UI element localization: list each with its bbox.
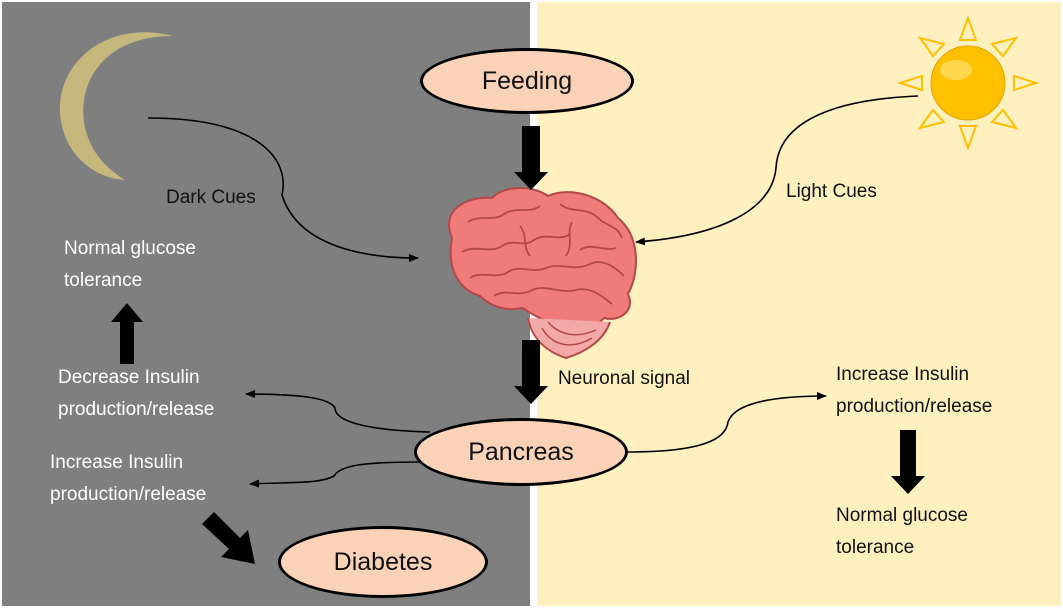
light-cues-label: Light Cues <box>786 181 877 202</box>
normal-glucose-light-label: Normal glucose tolerance <box>836 505 968 558</box>
sun-icon <box>896 15 1040 151</box>
pancreas-node: Pancreas <box>414 418 628 486</box>
increase-to-diabetes-arrow <box>202 512 255 564</box>
diabetes-node: Diabetes <box>278 526 488 598</box>
increase-insulin-light-label: Increase Insulin production/release <box>836 364 993 417</box>
feeding-to-brain-arrow <box>514 126 548 190</box>
dark-cues-label: Dark Cues <box>166 187 256 208</box>
pancreas-to-increase-dark-arrow <box>249 461 421 488</box>
pancreas-to-decrease-arrow <box>245 390 431 433</box>
decrease-to-normal-glucose-arrow <box>111 303 143 364</box>
increase-insulin-dark-label: Increase Insulin production/release <box>50 452 207 505</box>
crescent-moon-icon <box>59 32 172 181</box>
feeding-node: Feeding <box>420 48 634 114</box>
increase-to-normal-glucose-arrow <box>891 430 925 494</box>
brain-icon <box>448 187 637 360</box>
dark-panel <box>2 2 530 606</box>
decrease-insulin-label: Decrease Insulin production/release <box>58 367 215 420</box>
pancreas-label: Pancreas <box>468 437 574 466</box>
feeding-label: Feeding <box>481 66 573 95</box>
dark-cues-arrow <box>147 117 419 262</box>
pancreas-to-increase-light-arrow <box>627 392 827 453</box>
diabetes-label: Diabetes <box>333 547 433 576</box>
brain-to-pancreas-arrow <box>514 340 548 404</box>
normal-glucose-dark-label: Normal glucose tolerance <box>64 238 196 291</box>
neuronal-signal-label: Neuronal signal <box>558 368 691 389</box>
light-cues-arrow <box>635 95 919 246</box>
